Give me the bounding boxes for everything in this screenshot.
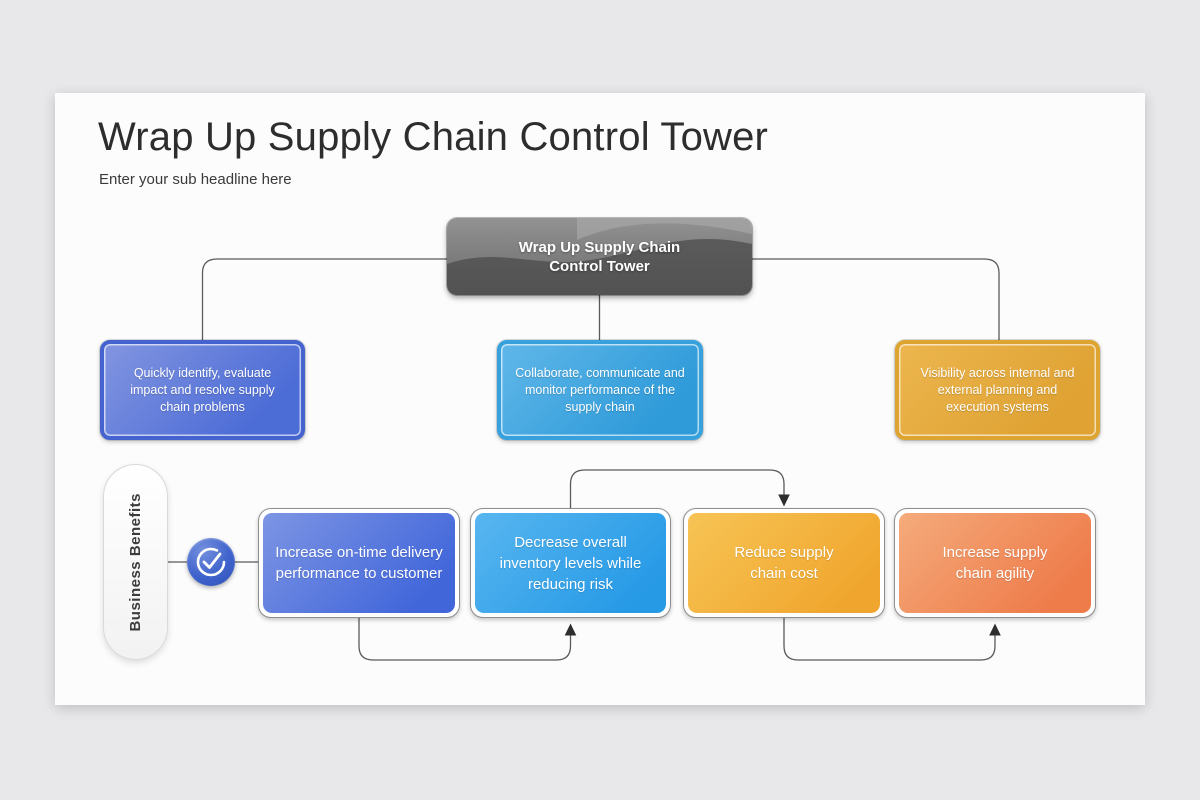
root-box: Wrap Up Supply Chain Control Tower — [447, 218, 752, 295]
arrowhead-up-icon — [564, 623, 577, 636]
capability-label: Collaborate, communicate and monitor per… — [515, 365, 685, 414]
benefit-label: Increase on-time delivery performance to… — [275, 544, 443, 582]
benefit-box-chain-agility: Increase supply chain agility — [894, 508, 1096, 618]
page-subtitle: Enter your sub headline here — [99, 171, 292, 188]
capability-box-collaborate-monitor: Collaborate, communicate and monitor per… — [497, 340, 703, 440]
arrowhead-up-icon — [989, 623, 1001, 636]
slide-canvas: Wrap Up Supply Chain Control Tower Enter… — [55, 93, 1145, 705]
connector-loop-bottom-left — [358, 618, 572, 661]
connector-root-left — [201, 258, 447, 340]
benefit-label: Increase supply chain agility — [942, 544, 1048, 582]
connector-loop-top — [569, 469, 785, 508]
capability-box-identify-problems: Quickly identify, evaluate impact and re… — [100, 340, 305, 440]
wave-decoration — [447, 218, 752, 295]
root-box-label: Wrap Up Supply Chain Control Tower — [518, 238, 681, 275]
capability-box-visibility-systems: Visibility across internal and external … — [895, 340, 1100, 440]
benefit-box-reduce-cost: Reduce supply chain cost — [683, 508, 885, 618]
benefit-box-on-time-delivery: Increase on-time delivery performance to… — [258, 508, 460, 618]
benefit-label: Reduce supply chain cost — [734, 544, 834, 582]
page-title: Wrap Up Supply Chain Control Tower — [98, 115, 769, 159]
capability-label: Visibility across internal and external … — [920, 365, 1075, 414]
connector-lines — [168, 258, 1001, 661]
business-benefits-label: Business Benefits — [127, 492, 144, 632]
connector-loop-bottom-right — [783, 618, 996, 661]
benefit-box-inventory-levels: Decrease overall inventory levels while … — [470, 508, 671, 618]
business-benefits-pill: Business Benefits — [103, 464, 168, 660]
connector-root-right — [752, 258, 1000, 340]
benefit-label: Decrease overall inventory levels while … — [499, 533, 642, 593]
capability-label: Quickly identify, evaluate impact and re… — [130, 365, 275, 414]
check-circle-icon — [187, 538, 235, 586]
arrowhead-down-icon — [778, 494, 790, 507]
